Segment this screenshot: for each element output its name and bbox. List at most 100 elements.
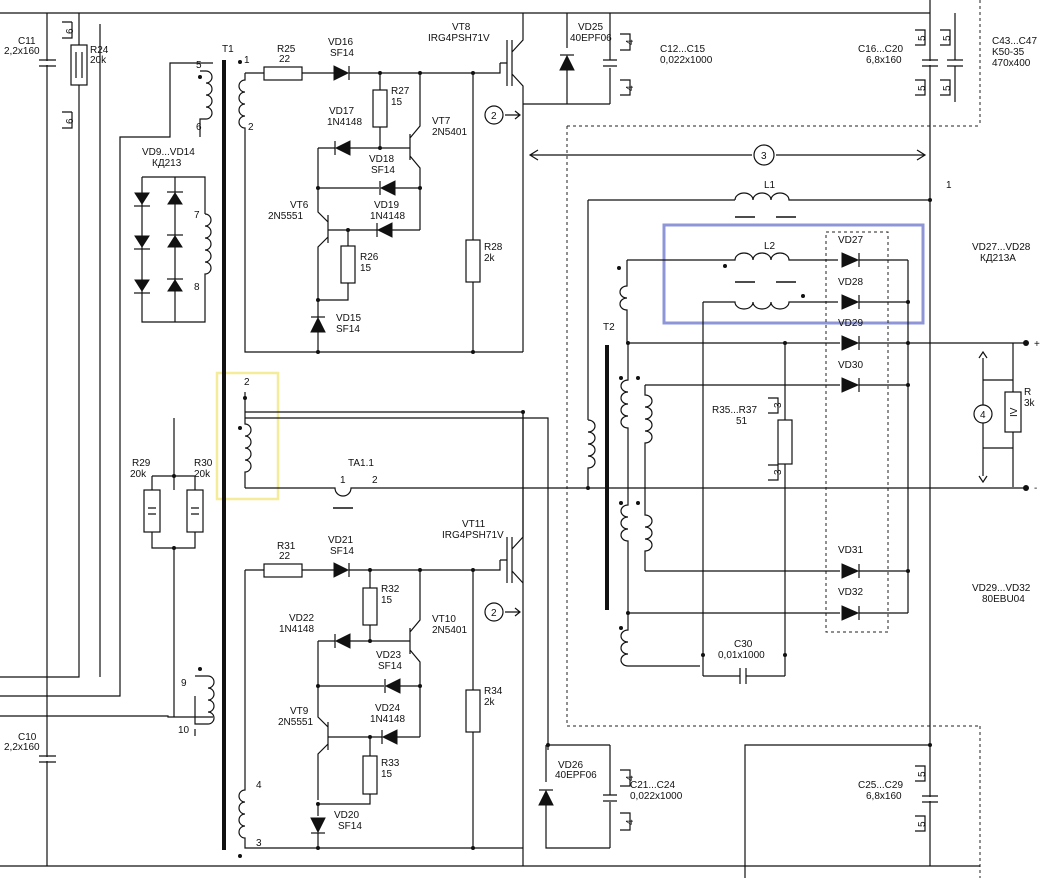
r-load-label: R (1024, 387, 1031, 398)
vt11-value: IRG4PSH71V (442, 530, 504, 541)
t2-label: T2 (603, 322, 615, 333)
c16-pin5-bottom: 5 (917, 85, 928, 91)
t1-pin1: 1 (244, 55, 250, 66)
vd19-label: VD19 (374, 200, 399, 211)
left-rails (0, 12, 980, 867)
t1-pin8: 8 (194, 282, 200, 293)
r28-resistor (465, 71, 481, 354)
c16-label: C16...C20 (858, 44, 903, 55)
c11-label: C11 (18, 36, 36, 47)
vt8-igbt (484, 13, 524, 352)
vd25-value: 40EPF06 (570, 33, 612, 44)
vd9-label: VD9...VD14 (142, 147, 195, 158)
t1-pin7: 7 (194, 210, 200, 221)
vd9-value: КД213 (152, 158, 182, 169)
t1-pin3: 3 (256, 838, 262, 849)
c43-label: C43...C47 (992, 36, 1037, 47)
vd21-label: VD21 (328, 535, 353, 546)
c11-value: 2,2x160 (4, 46, 40, 57)
r25-value: 22 (279, 54, 291, 65)
c30-label: C30 (734, 639, 753, 650)
vd27-28-label: VD27...VD28 (972, 242, 1031, 253)
vd18-value: SF14 (371, 165, 395, 176)
c43-value: 470x400 (992, 58, 1031, 69)
vd16-value: SF14 (330, 48, 354, 59)
ta-pin1: 1 (340, 475, 346, 486)
c10-label: C10 (18, 732, 37, 743)
current-transformer (245, 485, 1029, 509)
t1-winding-5-6 (199, 70, 213, 137)
r32-value: 15 (381, 595, 393, 606)
vd29-label: VD29 (838, 318, 863, 329)
t2-transformer (587, 200, 700, 667)
r29-value: 20k (130, 469, 147, 480)
vd9-vd14-diode-bridge (134, 176, 212, 323)
highlight-box-yellow (215, 371, 280, 501)
vd26-label: VD26 (558, 760, 583, 771)
r35-pin3-top: 3 (773, 402, 784, 408)
vt8-value: IRG4PSH71V (428, 33, 490, 44)
t1-pin5: 5 (196, 60, 202, 71)
minus-terminal: - (1034, 483, 1037, 494)
vd26-c21-snubber (538, 743, 631, 849)
vt7-value: 2N5401 (432, 127, 467, 138)
r35-resistor (702, 302, 793, 676)
vt10-label: VT10 (432, 614, 456, 625)
l1-pin1: 1 (946, 180, 952, 191)
r24-label: R24 (90, 45, 109, 56)
r27-label: R27 (391, 86, 410, 97)
c25-pin5-bottom: 5 (917, 821, 928, 827)
vd24-value: 1N4148 (370, 714, 405, 725)
r34-resistor (465, 570, 481, 850)
dashed-boundary-output (566, 125, 980, 727)
c43-type: K50-35 (992, 47, 1025, 58)
r-load-value: 3k (1024, 398, 1036, 409)
vd27-28-value: КД213А (980, 253, 1016, 264)
ref-4-label: 4 (980, 410, 986, 421)
r26-value: 15 (360, 263, 372, 274)
rectifier-diodes (628, 252, 1029, 621)
c43-pin5-bottom: 5 (942, 85, 953, 91)
vd29-32-label: VD29...VD32 (972, 583, 1031, 594)
c21-pin4-top: 4 (625, 775, 636, 781)
c30-value: 0,01x1000 (718, 650, 765, 661)
r34-label: R34 (484, 686, 503, 697)
vt9-value: 2N5551 (278, 717, 313, 728)
ta-label: TA1.1 (348, 458, 374, 469)
r30-label: R30 (194, 458, 213, 469)
t1-label: T1 (222, 44, 234, 55)
r35-value: 51 (736, 416, 748, 427)
r24-resistor (62, 21, 88, 129)
l2-label: L2 (764, 241, 776, 252)
vd17-value: 1N4148 (327, 117, 362, 128)
vt11-label: VT11 (462, 519, 486, 530)
r33-value: 15 (381, 769, 393, 780)
r25-label: R25 (277, 44, 296, 55)
c21-pin4-bottom: 4 (625, 819, 636, 825)
r26-label: R26 (360, 252, 379, 263)
r24-pin6-bottom: 6 (65, 118, 76, 124)
vd18-label: VD18 (369, 154, 394, 165)
r33-label: R33 (381, 758, 400, 769)
r27-value: 15 (391, 97, 403, 108)
r31-value: 22 (279, 551, 291, 562)
vd23-label: VD23 (376, 650, 401, 661)
c12-pin4-top: 4 (625, 39, 636, 45)
vt11-igbt (484, 412, 524, 622)
r32-label: R32 (381, 584, 400, 595)
l1-inductor (588, 192, 932, 218)
vt10-value: 2N5401 (432, 625, 467, 636)
c30-capacitor (701, 653, 787, 684)
vd25-c12-snubber (523, 12, 930, 105)
t1-winding-4-3-lower (238, 569, 523, 849)
t1-pin2: 2 (248, 122, 254, 133)
t1-sense-pin2: 2 (244, 377, 250, 388)
c43-pin5-top: 5 (942, 35, 953, 41)
vd31-label: VD31 (838, 545, 863, 556)
vd22-label: VD22 (289, 613, 314, 624)
vd15-label: VD15 (336, 313, 361, 324)
c12-label: C12...C15 (660, 44, 705, 55)
lower-driver (263, 560, 501, 850)
c25-pin5-top: 5 (917, 771, 928, 777)
